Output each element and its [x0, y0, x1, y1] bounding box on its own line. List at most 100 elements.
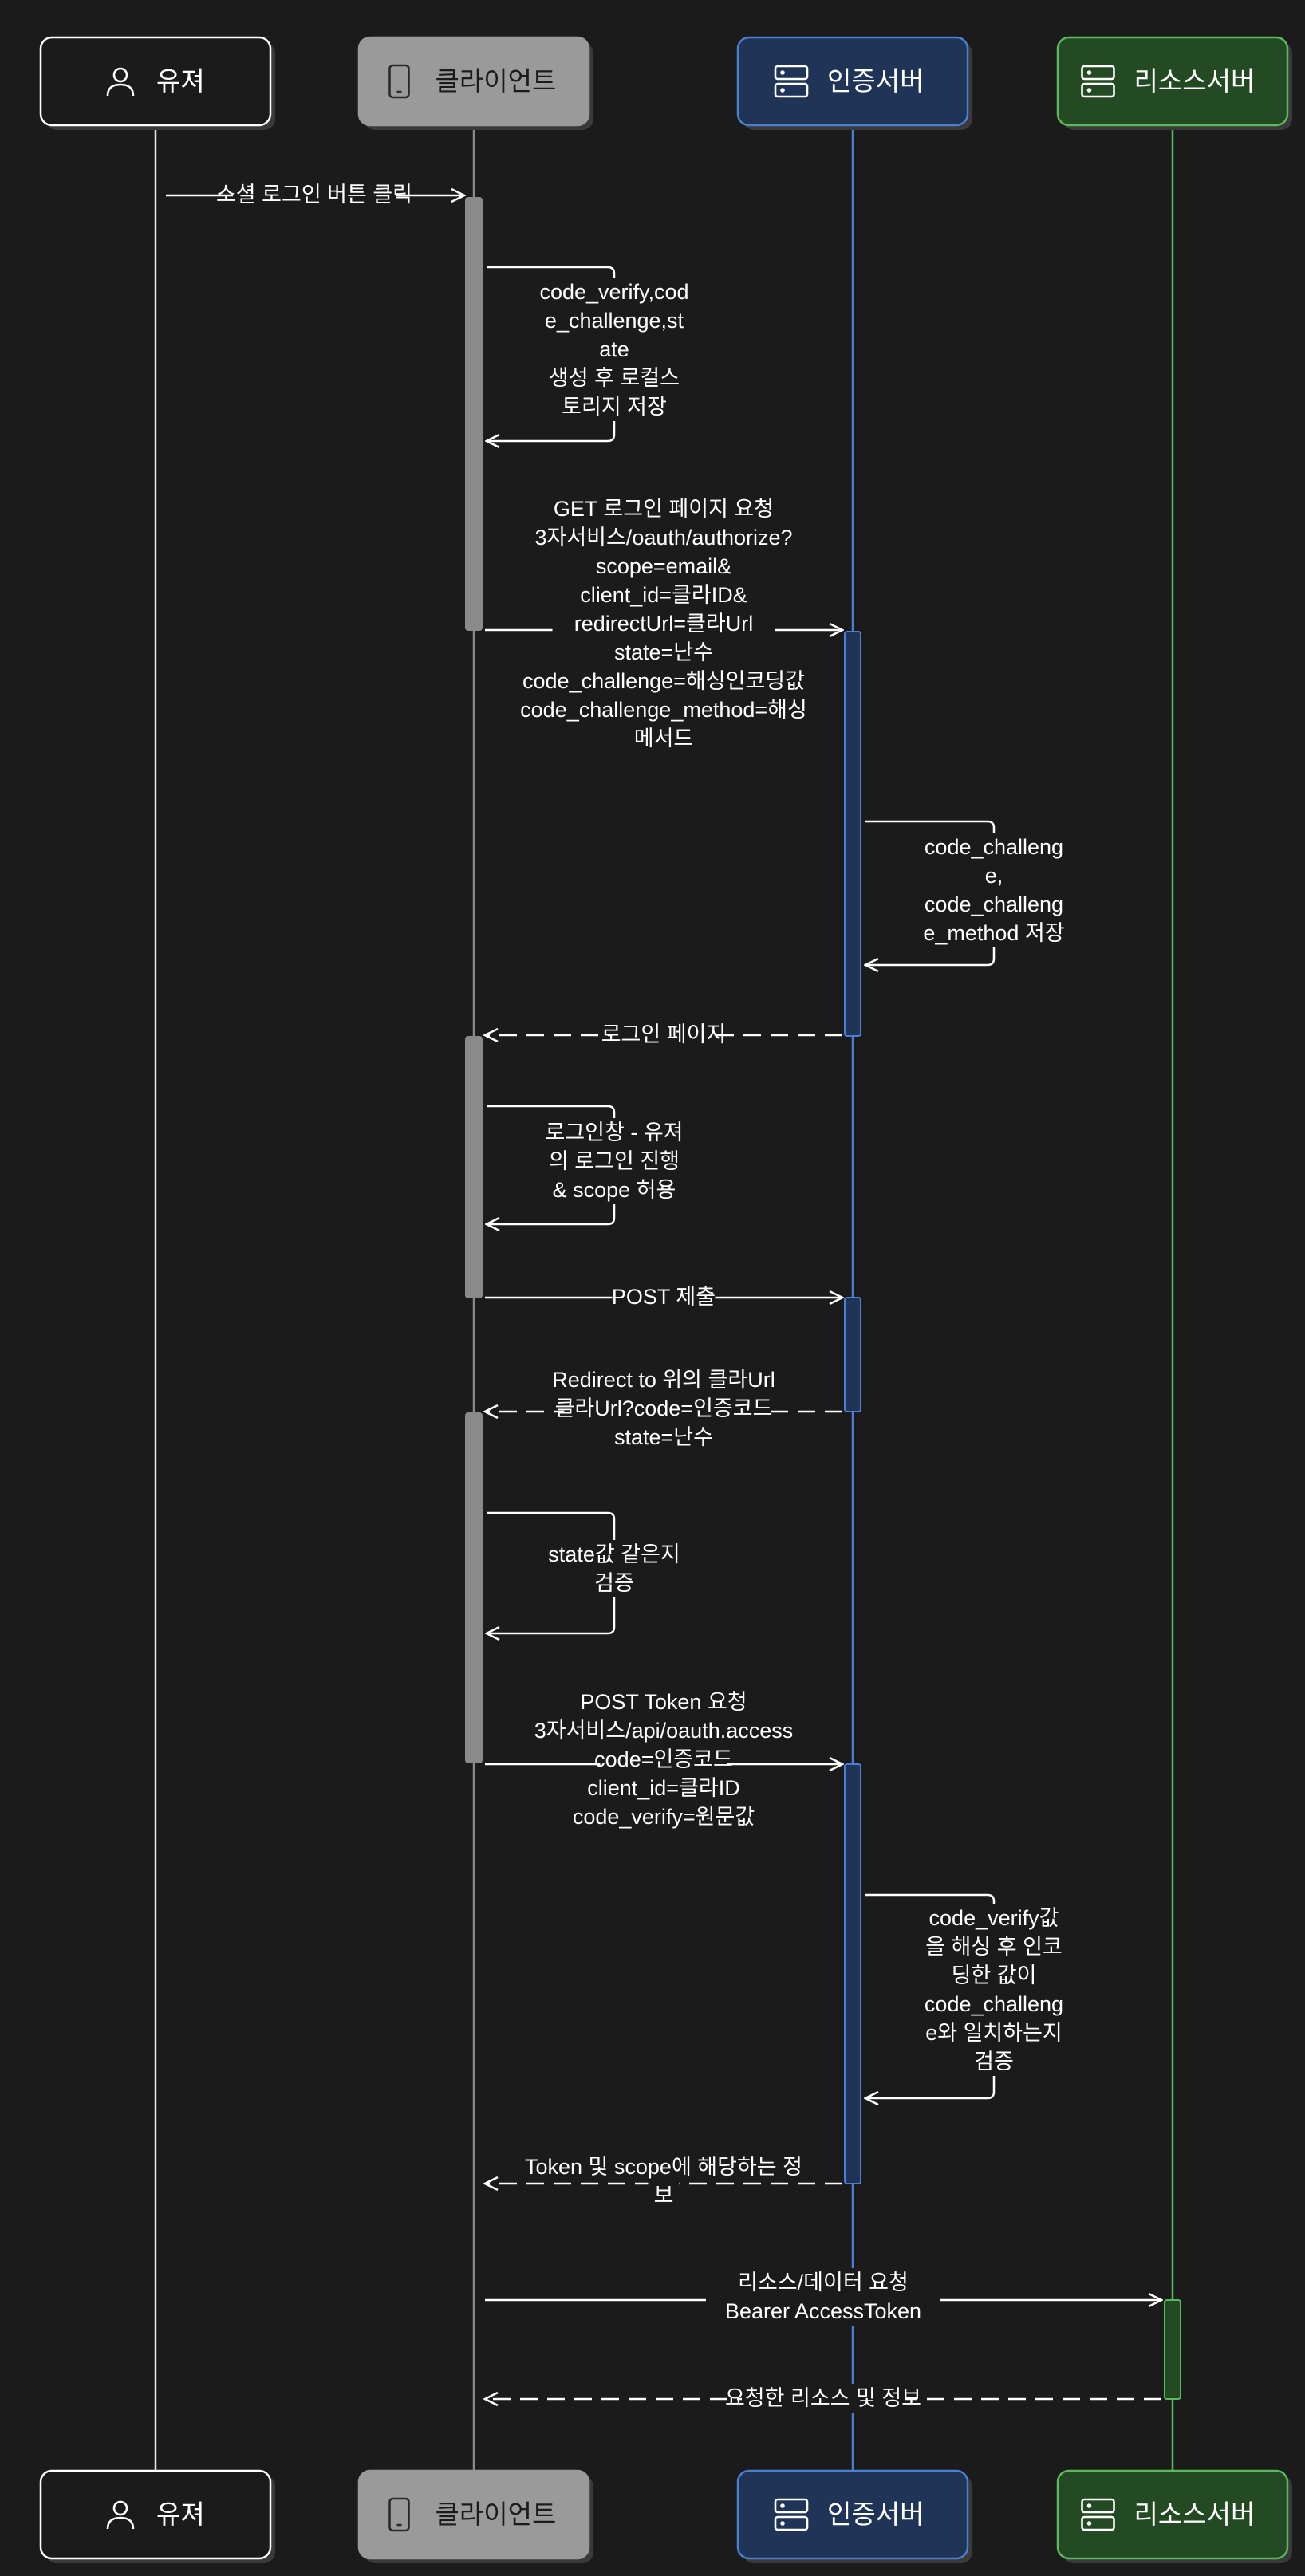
server-icon-led-bottom	[780, 88, 785, 93]
actor-box-frame	[1056, 36, 1289, 127]
actor-label-client: 클라이언트	[436, 2499, 557, 2529]
message-label-12-text: 리소스/데이터 요청	[738, 2271, 909, 2294]
activation-bar-client	[465, 1412, 483, 1763]
actor-box-auth-top: 인증서버	[736, 36, 972, 130]
server-icon	[774, 65, 809, 98]
message-label-1-text: 생성 후 로컬스	[549, 366, 680, 390]
message-label-6-bg	[612, 1282, 716, 1311]
message-label-3-bg	[906, 890, 1082, 919]
message-label-2-text: code_challenge_method=해싱	[520, 698, 807, 722]
message-label-10-text: 검증	[974, 2050, 1014, 2074]
message-label-10-text: e와 일치하는지	[925, 2021, 1063, 2045]
message-label-5-text: & scope 허용	[553, 1178, 676, 1202]
actor-label-auth: 인증서버	[827, 66, 924, 96]
message-label-2: GET 로그인 페이지 요청3자서비스/oauth/authorize?scop…	[511, 494, 817, 753]
actor-label-resource: 리소스서버	[1134, 66, 1256, 96]
message-label-4-text: 로그인 페이지	[601, 1022, 727, 1046]
message-label-13-text: 요청한 리소스 및 정보	[725, 2386, 921, 2410]
message-label-6-text: POST 제출	[612, 1285, 716, 1309]
actor-box-auth-bottom: 인증서버	[736, 2469, 972, 2563]
actor-box-user-bottom: 유져	[39, 2469, 275, 2563]
message-label-10-bg	[972, 2047, 1015, 2076]
message-label-2-bg	[564, 581, 763, 609]
mobile-phone-icon	[388, 64, 410, 99]
message-label-2-text: state=난수	[614, 640, 713, 664]
message-label-1-text: e_challenge,st	[545, 309, 684, 333]
message-label-10-bg	[954, 1961, 1034, 1990]
server-icon-unit-bottom	[1081, 2515, 1115, 2531]
message-label-7-text: state=난수	[614, 1425, 713, 1449]
message-label-1-text: code_verify,cod	[539, 280, 688, 304]
actor-box-client-top: 클라이언트	[357, 36, 593, 130]
message-label-12-text: Bearer AccessToken	[725, 2299, 921, 2323]
server-icon-led-top	[1086, 2503, 1092, 2508]
activation-bar-auth	[844, 1763, 861, 2184]
actor-box-resource-top: 리소스서버	[1056, 36, 1292, 130]
message-label-11-bg	[528, 2153, 799, 2181]
message-label-12-bg	[754, 2268, 893, 2297]
message-label-5-text: 로그인창 - 유져	[545, 1121, 683, 1144]
message-label-5-bg	[545, 1176, 684, 1204]
actor-label-auth: 인증서버	[827, 2499, 924, 2529]
message-label-8-text: state값 같은지	[548, 1542, 680, 1566]
activation-bar-auth	[844, 631, 861, 1037]
message-label-2-bg	[552, 609, 775, 638]
mobile-phone-icon-frame	[388, 2497, 410, 2532]
message-label-5-text: 의 로그인 진행	[549, 1149, 680, 1173]
message-label-2-bg	[582, 552, 745, 581]
actor-label-resource: 리소스서버	[1134, 2499, 1256, 2529]
server-icon-unit-bottom	[1081, 82, 1115, 98]
message-label-11-text: 보	[654, 2184, 674, 2208]
message-label-3-bg	[972, 861, 1015, 890]
actor-label-client: 클라이언트	[436, 66, 557, 96]
message-label-2-bg	[606, 638, 721, 667]
person-icon-body	[106, 2516, 135, 2530]
message-label-9-text: client_id=클라ID	[587, 1776, 740, 1800]
message-label-0: 소셜 로그인 버튼 클릭	[216, 180, 412, 209]
message-label-9-text: code=인증코드	[594, 1747, 733, 1771]
message-label-5: 로그인창 - 유져의 로그인 진행 & scope 허용	[545, 1118, 684, 1204]
message-label-4: 로그인 페이지	[601, 1020, 727, 1049]
message-label-9-bg	[600, 1745, 727, 1774]
message-label-2-bg	[570, 494, 757, 523]
message-label-8-bg	[545, 1540, 684, 1569]
message-label-7-text: Redirect to 위의 클라Url	[552, 1368, 775, 1392]
server-icon-led-top	[780, 70, 785, 75]
actor-box-frame	[39, 2469, 272, 2560]
message-label-7-bg	[564, 1394, 763, 1423]
server-icon	[1081, 65, 1115, 98]
message-label-10-text: 을 해싱 후 인코	[925, 1935, 1063, 1959]
server-icon-led-top	[1086, 70, 1092, 75]
message-label-9-text: POST Token 요청	[580, 1690, 747, 1714]
message-label-13-bg	[742, 2384, 905, 2413]
message-label-9-text: 3자서비스/api/oauth.access	[534, 1719, 794, 1743]
server-icon-unit-top	[1081, 2498, 1115, 2514]
activation-bar-auth	[844, 1297, 861, 1412]
server-icon-led-bottom	[1086, 2521, 1092, 2526]
message-label-9-text: code_verify=원문값	[573, 1805, 755, 1829]
server-icon	[1081, 2498, 1115, 2531]
person-icon-body	[106, 83, 135, 97]
message-label-3: code_challenge,code_challenge_method 저장	[906, 833, 1082, 947]
message-label-1-bg	[586, 335, 642, 364]
actor-box-resource-bottom: 리소스서버	[1056, 2469, 1292, 2563]
mobile-phone-icon-frame	[388, 64, 410, 99]
server-icon-unit-bottom	[774, 82, 809, 98]
message-label-1-bg	[569, 392, 660, 421]
message-label-9-bg	[576, 1688, 751, 1716]
server-icon-unit-top	[774, 2498, 809, 2514]
message-label-7-bg	[606, 1423, 721, 1451]
actor-box-frame	[1056, 2469, 1289, 2560]
message-label-9-bg	[570, 1774, 757, 1802]
message-label-3-bg	[906, 833, 1082, 861]
actor-box-frame	[357, 36, 590, 127]
server-icon-unit-top	[1081, 65, 1115, 81]
person-icon	[106, 2500, 135, 2530]
message-label-4-bg	[612, 1020, 716, 1049]
message-label-3-bg	[918, 919, 1070, 947]
message-label-7-bg	[534, 1365, 793, 1394]
person-icon-head	[112, 2500, 128, 2516]
